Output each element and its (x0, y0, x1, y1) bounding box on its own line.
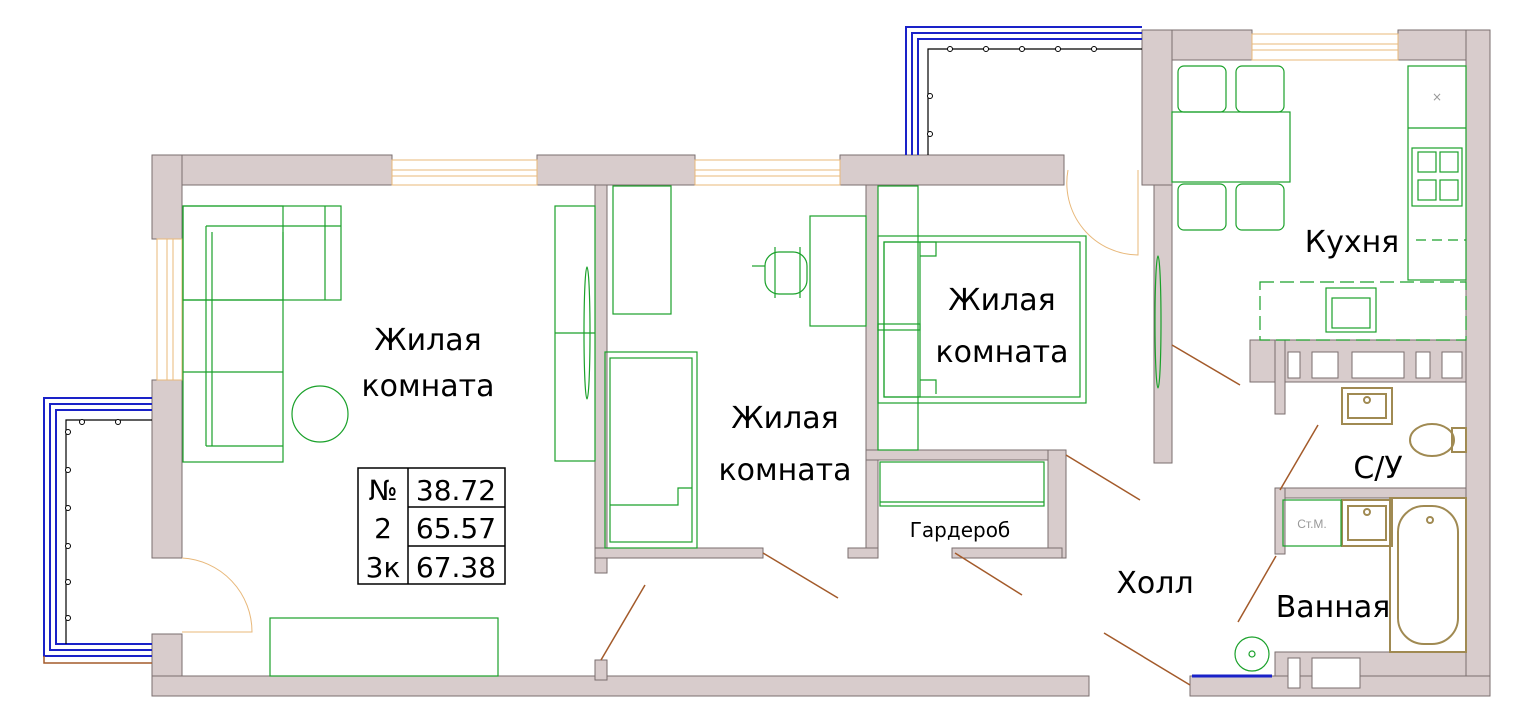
info-box: № 38.72 2 65.57 3к 67.38 (357, 467, 506, 585)
wall-kitchen-right (1465, 29, 1491, 697)
wardrobe-label: Гардероб (910, 518, 1011, 542)
counter-bottom (1259, 281, 1467, 341)
door-bath (1237, 555, 1277, 623)
hall-label: Холл (1116, 566, 1193, 601)
door-living-3 (1065, 454, 1141, 501)
tv-stand (269, 617, 499, 677)
wall-top-left (151, 154, 393, 186)
kitchen-table (1171, 111, 1291, 183)
info-label-3: 3к (366, 551, 401, 584)
door-living-2 (762, 552, 839, 599)
desk-room2 (809, 215, 867, 327)
window-left (156, 238, 183, 381)
wall-left-upper (151, 154, 183, 240)
wardrobe-cabinet (879, 461, 1045, 507)
wall-partition-2 (865, 184, 879, 556)
wall-bottom-main (151, 675, 1090, 697)
living-room-2-line1: Жилая (731, 401, 838, 436)
bathtub (1389, 497, 1467, 653)
wall-partition-1-low (594, 659, 608, 681)
door-entrance (1103, 632, 1191, 686)
wall-left-mid (151, 379, 183, 559)
wall-niches (1287, 351, 1463, 689)
round-table (291, 385, 349, 443)
wall-partition-2-foot (847, 547, 879, 559)
balcony-top (905, 26, 1142, 155)
bath-sink (1341, 499, 1393, 547)
door-wardrobe (954, 552, 1023, 596)
info-value-2: 65.57 (416, 512, 496, 545)
counter-right (1407, 65, 1467, 281)
door-swings (181, 169, 1139, 633)
corner-sofa (182, 205, 342, 463)
shelf-room2 (612, 185, 672, 315)
living-room-1-line1: Жилая (374, 323, 481, 358)
wall-wardrobe-right (1047, 449, 1067, 559)
kitchen-sink (1325, 287, 1377, 333)
door-kitchen (1171, 344, 1241, 386)
wall-room3-bottom (865, 449, 1067, 461)
kitchen-chairs (1177, 65, 1285, 231)
wall-top-right (839, 154, 1065, 186)
window-top-1 (391, 159, 538, 186)
doors (600, 344, 1319, 686)
info-label-2: 2 (374, 512, 392, 545)
washing-machine (1282, 499, 1342, 547)
furniture: × (182, 65, 1467, 677)
office-chair (752, 247, 808, 298)
windows (156, 33, 1399, 381)
wc-label: С/У (1353, 451, 1402, 486)
window-top-2 (694, 159, 841, 186)
stove (1411, 147, 1463, 207)
info-value-3: 67.38 (416, 551, 496, 584)
wall-wc-left (1274, 339, 1286, 415)
balcony-left (43, 397, 152, 664)
wall-wc-bath-divider (1274, 487, 1467, 499)
floor-drain (1234, 636, 1270, 672)
door-wc (1279, 424, 1319, 491)
kitchen-label: Кухня (1305, 225, 1399, 260)
toilet (1409, 423, 1467, 457)
plumbing (1341, 387, 1467, 653)
room-labels: Жилая комната Жилая комната Жилая комнат… (362, 225, 1403, 625)
living-room-3-line2: комната (936, 335, 1069, 370)
window-kitchen (1251, 33, 1399, 61)
wall-bath-left (1274, 487, 1286, 555)
bed-room3 (877, 235, 1087, 404)
info-value-1: 38.72 (416, 474, 496, 507)
bathroom-label: Ванная (1276, 590, 1391, 625)
living-room-1-line2: комната (362, 369, 495, 404)
bed-room2 (604, 351, 698, 549)
info-label-1: № (368, 474, 397, 507)
living-room-3-line1: Жилая (948, 283, 1055, 318)
wall-top-mid (536, 154, 696, 186)
wall-wardrobe-foot (951, 547, 1063, 559)
door-living-1 (600, 584, 646, 661)
washing-machine-label: Ст.М. (1297, 517, 1327, 531)
wc-sink (1341, 387, 1393, 425)
walls (151, 29, 1491, 697)
wall-kitchen-left (1141, 29, 1173, 186)
living-room-2-line2: комната (719, 453, 852, 488)
wall-partition-1-foot (594, 547, 764, 559)
wall-hall-right (1153, 184, 1173, 464)
hood-mark: × (1432, 90, 1442, 104)
